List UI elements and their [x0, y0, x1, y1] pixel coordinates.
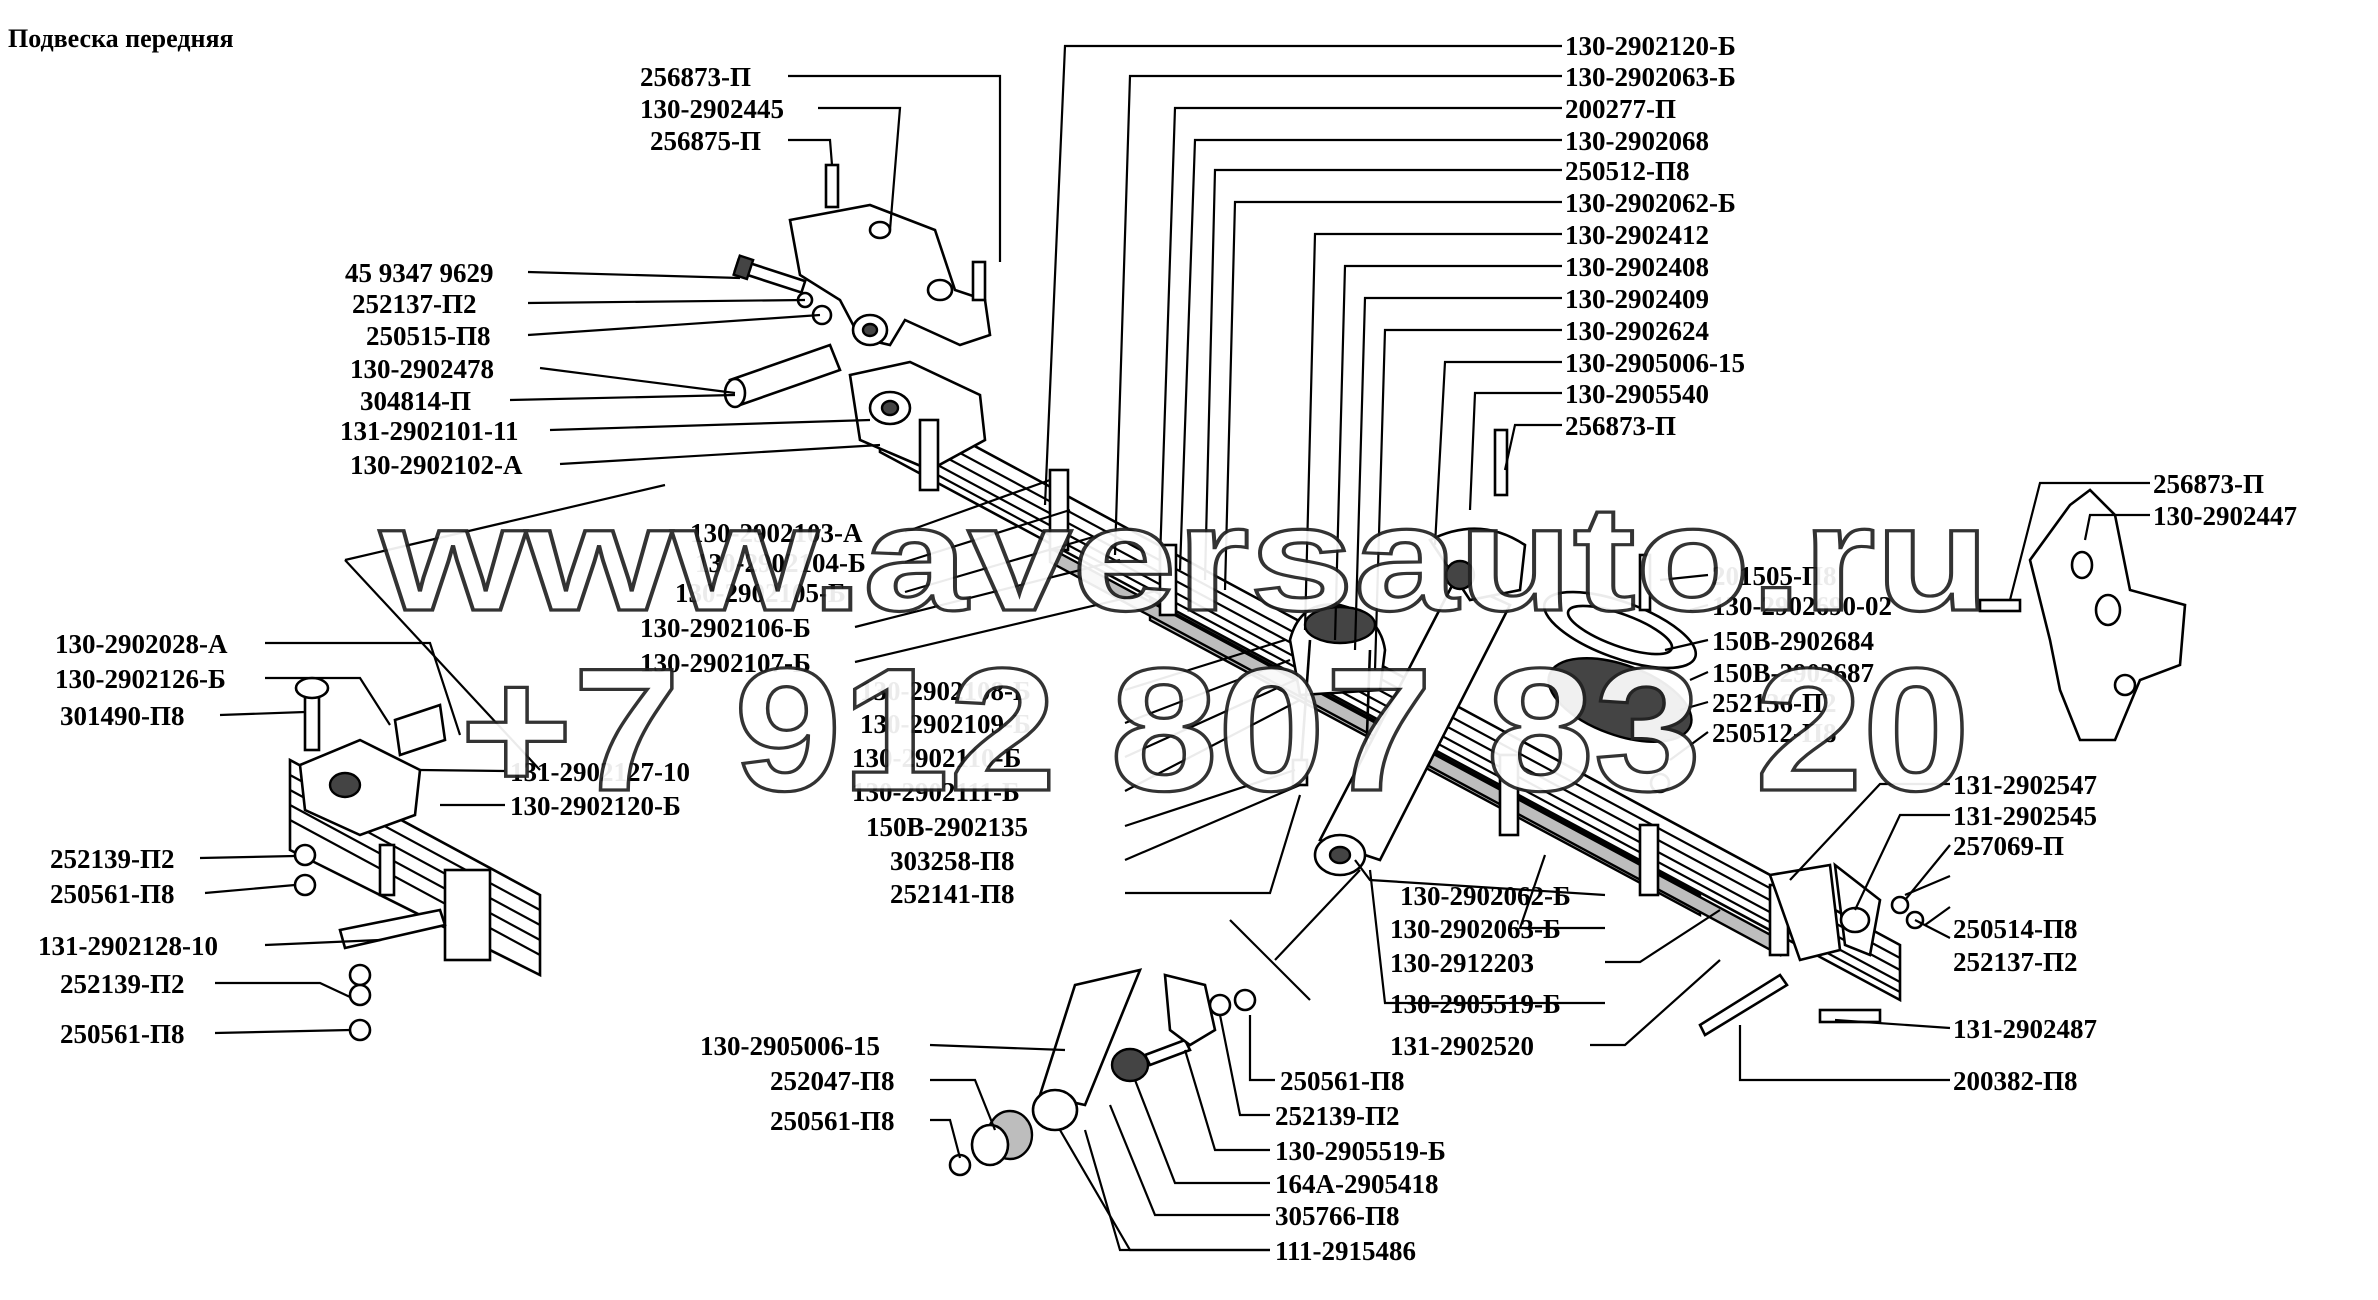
part-label: 130-2902106-Б [640, 613, 811, 643]
part-label: 252139-П2 [60, 969, 185, 999]
part-label: 130-2902063-Б [1565, 62, 1736, 92]
part-label: 130-2905519-Б [1390, 989, 1561, 1019]
part-label: 200382-П8 [1953, 1066, 2078, 1096]
part-label: 257069-П [1953, 831, 2064, 861]
part-label: 130-2902105-Б [675, 578, 846, 608]
upper-mounting-bracket [788, 163, 992, 347]
part-label: 130-2902068 [1565, 126, 1709, 156]
part-label: 130-2902103-А [690, 518, 863, 548]
front-spring-bracket [848, 360, 987, 472]
part-label: 252136-П2 [1712, 688, 1837, 718]
part-label: 130-2902120-Б [510, 791, 681, 821]
part-label: 130-2902408 [1565, 252, 1709, 282]
part-label: 131-2902520 [1390, 1031, 1534, 1061]
part-label: 130-2902478 [350, 354, 494, 384]
watermark: www.aversauto.ru +7 912 807 83 20 [377, 472, 1991, 829]
part-label: 130-2902412 [1565, 220, 1709, 250]
part-label: 130-2905540 [1565, 379, 1709, 409]
part-label: 130-2902447 [2153, 501, 2297, 531]
part-label: 256875-П [650, 126, 761, 156]
watermark-phone: +7 912 807 83 20 [460, 633, 1970, 828]
part-label: 301490-П8 [60, 701, 185, 731]
right-bracket [1978, 488, 2187, 742]
part-label: 130-2902108-Б [860, 676, 1031, 706]
part-label: 130-2902126-Б [55, 664, 226, 694]
axis-lines [344, 483, 1361, 1001]
part-labels: 130-2902120-Б 130-2902063-Б 200277-П 130… [38, 31, 2297, 1266]
part-label: 150В-2902135 [866, 812, 1028, 842]
lower-shock-parts [948, 968, 1257, 1177]
part-label: 256873-П [2153, 469, 2264, 499]
part-label: 131-2902547 [1953, 770, 2097, 800]
part-label: 250561-П8 [770, 1106, 895, 1136]
part-label: 256873-П [640, 62, 751, 92]
auxiliary-leaf-spring [288, 676, 542, 978]
part-label: 164А-2905418 [1275, 1169, 1439, 1199]
part-label: 252139-П2 [1275, 1101, 1400, 1131]
part-label: 130-2905519-Б [1275, 1136, 1446, 1166]
part-label: 304814-П [360, 386, 471, 416]
part-label: 130-2902062-Б [1400, 881, 1571, 911]
part-label: 130-2902690-02 [1712, 591, 1892, 621]
part-label: 150В-2902684 [1712, 626, 1874, 656]
part-label: 250514-П8 [1953, 914, 2078, 944]
spring-clamps [918, 418, 1790, 957]
part-label: 250512-П8 [1712, 718, 1837, 748]
bracket-bolt [732, 254, 833, 326]
spring-pin [723, 343, 842, 409]
part-label: 131-2902127-10 [510, 757, 690, 787]
diagram-title: Подвеска передняя [8, 24, 234, 53]
leader-lines [199, 44, 2150, 1252]
part-label: 45 9347 9629 [345, 258, 494, 288]
part-label: 130-2902109-Б [860, 709, 1031, 739]
part-label: 130-2902028-А [55, 629, 228, 659]
part-label: 131-2902487 [1953, 1014, 2097, 1044]
part-label: 130-2902445 [640, 94, 784, 124]
part-label: 252139-П2 [50, 844, 175, 874]
part-label: 150В-2902687 [1712, 658, 1874, 688]
part-label: 252137-П2 [352, 289, 477, 319]
part-label: 200277-П [1565, 94, 1676, 124]
part-label: 130-2902062-Б [1565, 188, 1736, 218]
part-label: 130-2905006-15 [700, 1031, 880, 1061]
part-label: 130-2902063-Б [1390, 914, 1561, 944]
shock-absorber [1313, 428, 1527, 877]
part-label: 130-2902624 [1565, 316, 1709, 346]
part-label: 111-2915486 [1275, 1236, 1416, 1266]
part-label: 130-2902110-Б [852, 743, 1021, 773]
part-label: 256873-П [1565, 411, 1676, 441]
part-label: 131-2902101-11 [340, 416, 519, 446]
part-label: 303258-П8 [890, 846, 1015, 876]
part-label: 131-2902545 [1953, 801, 2097, 831]
part-label: 130-2905006-15 [1565, 348, 1745, 378]
part-label: 130-2902111-Б [852, 777, 1020, 807]
small-fasteners-left [293, 843, 372, 1042]
part-label: 252137-П2 [1953, 947, 2078, 977]
pad-gasket [1542, 553, 1698, 794]
front-suspension-drawing [288, 163, 2187, 1177]
part-label: 201505-П8 [1712, 561, 1837, 591]
part-label: 250561-П8 [1280, 1066, 1405, 1096]
part-label: 252141-П8 [890, 879, 1015, 909]
part-label: 250561-П8 [60, 1019, 185, 1049]
part-label: 131-2902128-10 [38, 931, 218, 961]
part-label: 130-2912203 [1390, 948, 1534, 978]
watermark-site: www.aversauto.ru [379, 474, 1990, 642]
part-label: 130-2902107-Б [640, 648, 811, 678]
part-label: 130-2902409 [1565, 284, 1709, 314]
part-label: 252047-П8 [770, 1066, 895, 1096]
part-label: 305766-П8 [1275, 1201, 1400, 1231]
part-label: 250512-П8 [1565, 156, 1690, 186]
part-label: 250515-П8 [366, 321, 491, 351]
part-label: 130-2902102-А [350, 450, 523, 480]
part-label: 130-2902104-Б [695, 548, 866, 578]
part-label: 130-2902120-Б [1565, 31, 1736, 61]
part-label: 250561-П8 [50, 879, 175, 909]
